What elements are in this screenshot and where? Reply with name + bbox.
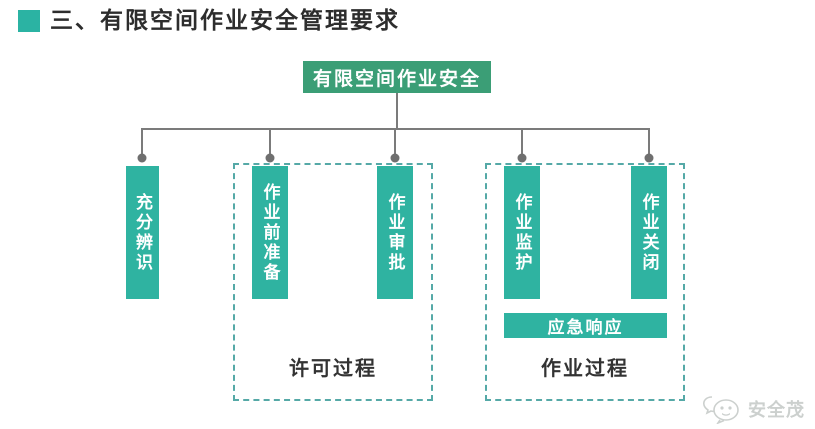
node-bar-label: 作业监护: [512, 192, 532, 273]
watermark-text: 安全茂: [748, 400, 805, 420]
title-bullet-square: [18, 10, 40, 32]
root-node-label: 有限空间作业安全: [312, 68, 481, 90]
emergency-response-label: 应急响应: [547, 318, 624, 337]
permit-process-group-box: [233, 163, 433, 401]
root-node: 有限空间作业安全: [303, 61, 491, 93]
node-bar-label: 作业审批: [385, 192, 405, 273]
node-bar-label: 作业前准备: [260, 182, 280, 283]
chat-bubble-face-icon: [703, 396, 739, 424]
working-process-label: 作业过程: [541, 358, 629, 380]
node-bar-label: 充分辨识: [133, 192, 152, 273]
emergency-response-bar: 应急响应: [504, 313, 667, 338]
node-bar-pre-work-preparation: 作业前准备: [252, 166, 288, 299]
permit-process-label: 许可过程: [289, 358, 377, 380]
node-bar-work-monitoring: 作业监护: [504, 166, 540, 299]
node-bar-full-identification: 充分辨识: [126, 166, 159, 299]
node-bar-label: 作业关闭: [639, 192, 659, 273]
watermark: 安全茂: [702, 394, 805, 424]
working-process-group-box: [485, 163, 685, 401]
node-bar-work-closure: 作业关闭: [631, 166, 667, 299]
page-title: 三、有限空间作业安全管理要求: [50, 7, 400, 33]
node-bar-work-approval: 作业审批: [377, 166, 413, 299]
